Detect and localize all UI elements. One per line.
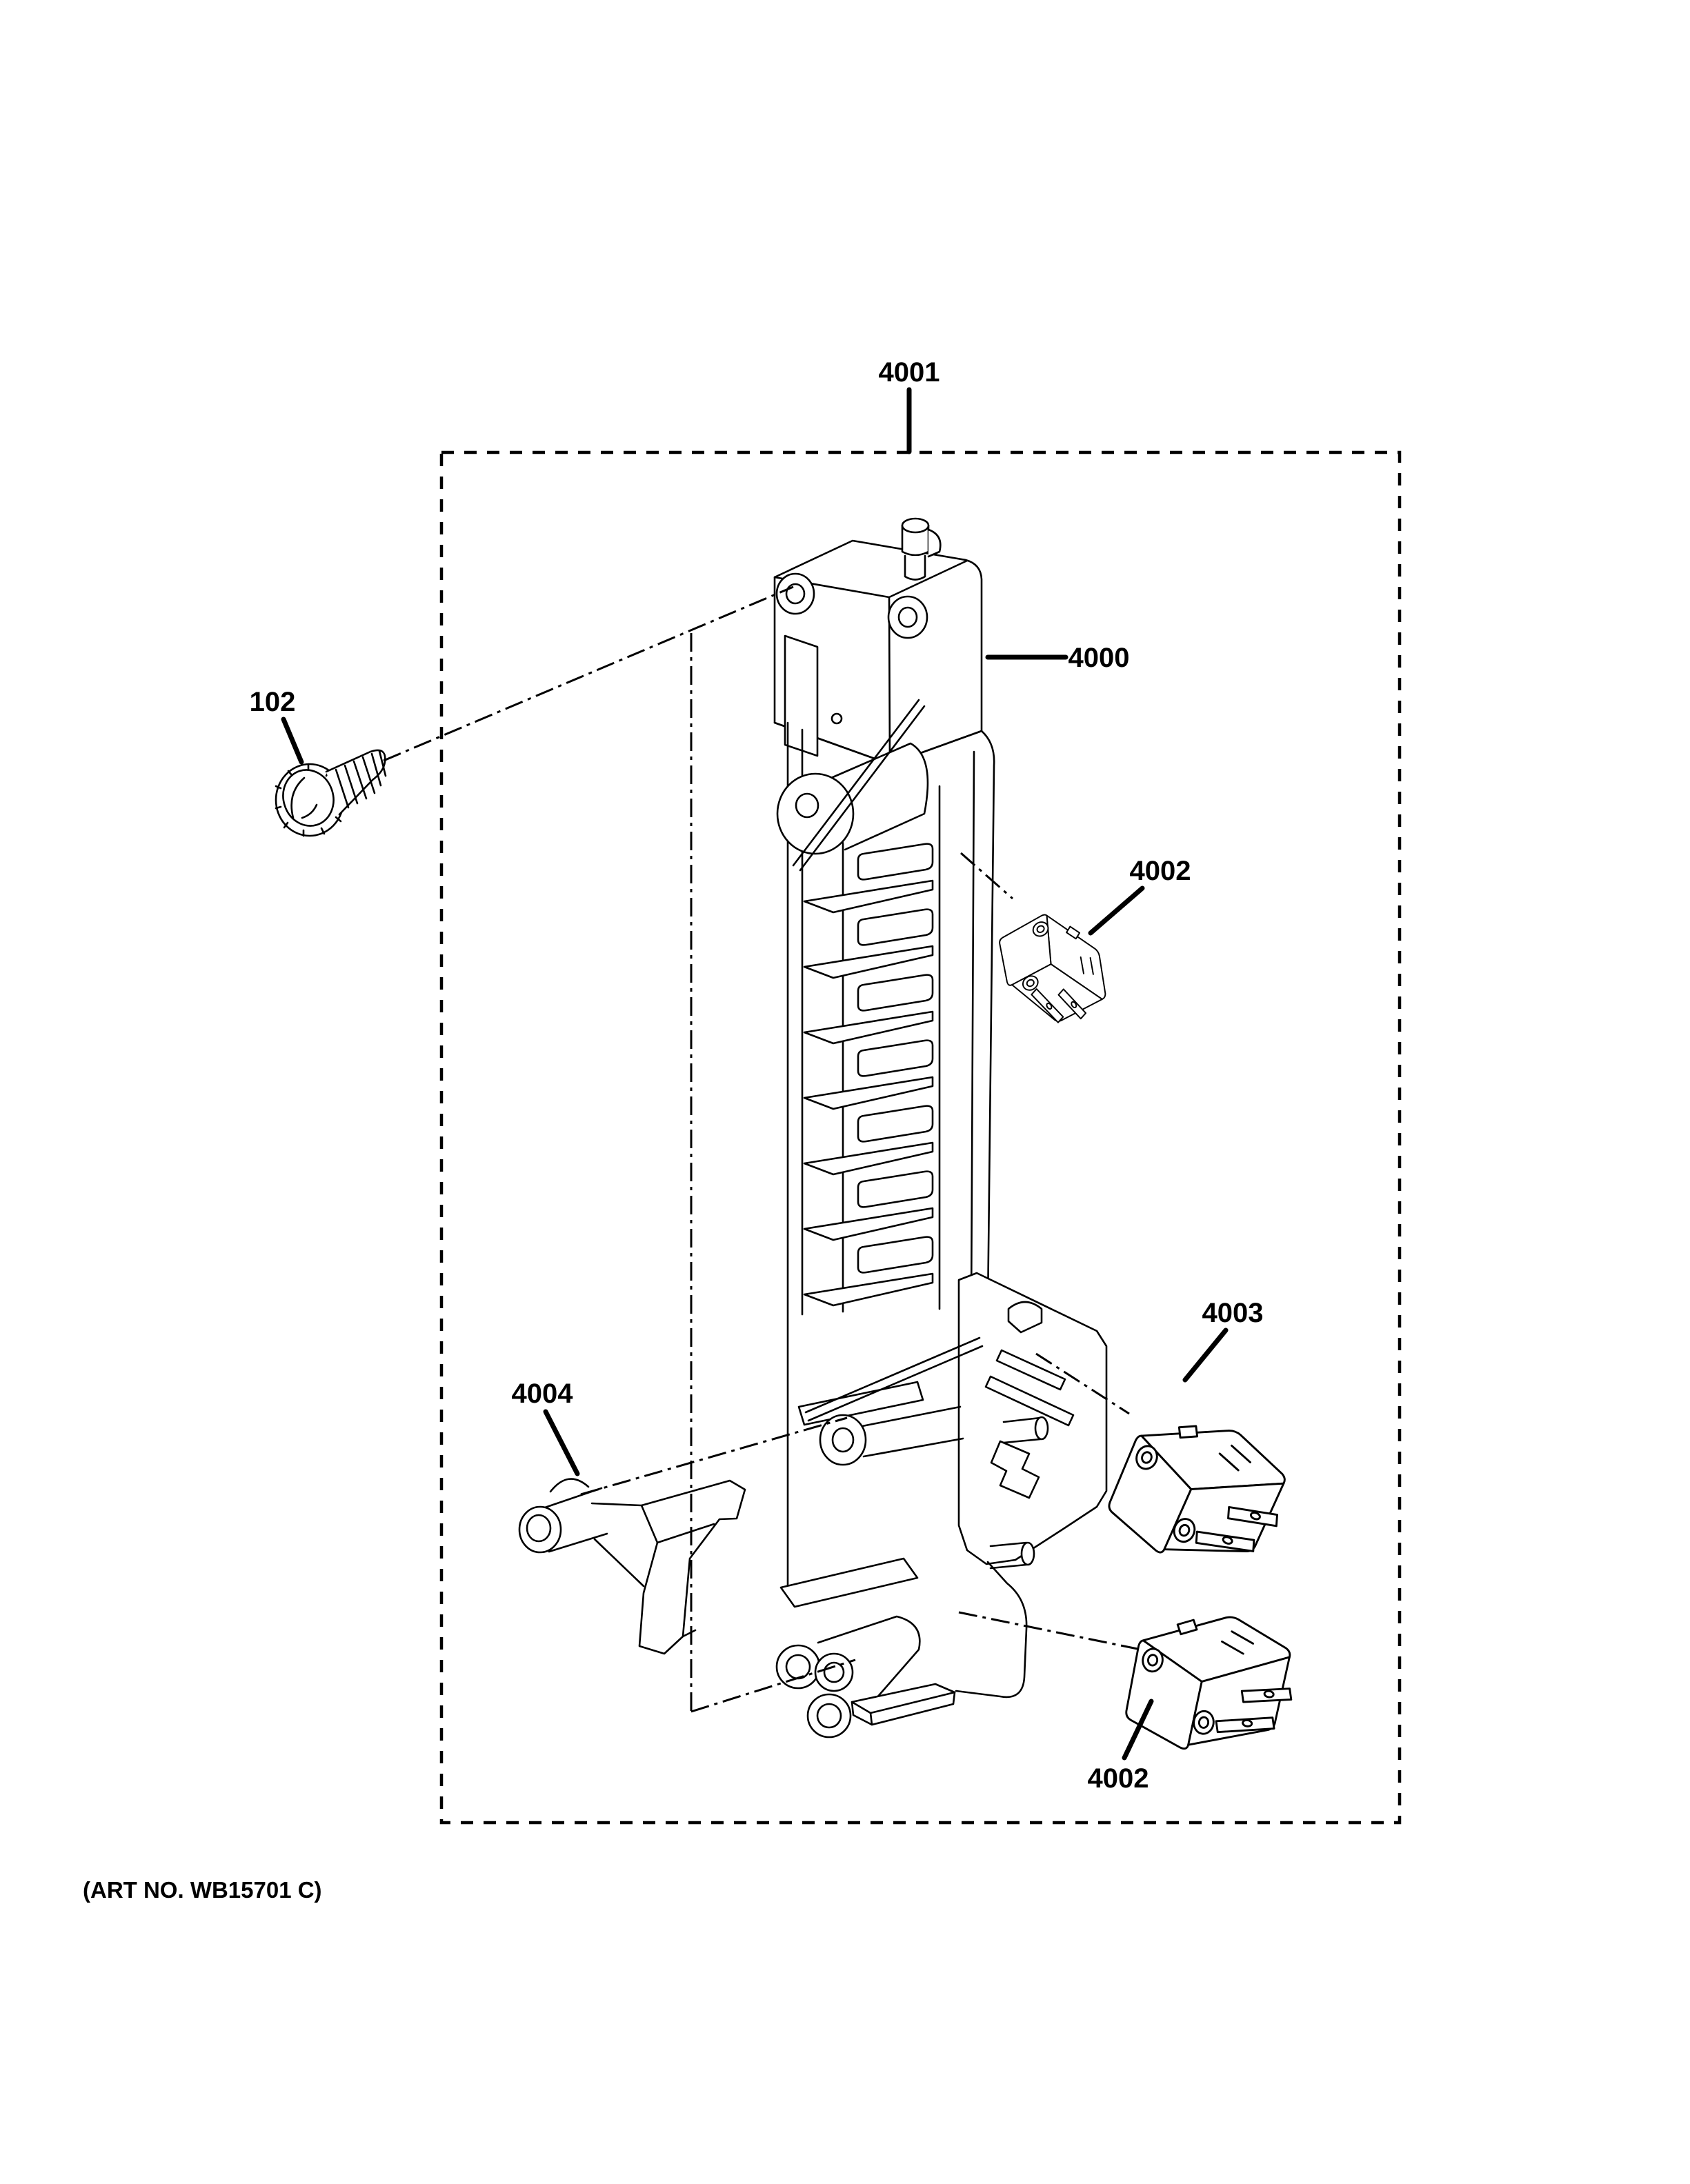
- part-label-4000: 4000: [1068, 643, 1130, 673]
- leader-4002-top: [1088, 885, 1145, 936]
- art-number-text: (ART NO. WB15701 C): [83, 1877, 322, 1903]
- part-label-4002-top: 4002: [1130, 856, 1191, 886]
- part-label-102: 102: [250, 687, 296, 717]
- monitor-switch-4003: [1098, 1399, 1303, 1588]
- leader-4002-bottom: [1122, 1699, 1154, 1761]
- part-label-4001: 4001: [879, 357, 940, 388]
- part-label-4003: 4003: [1202, 1298, 1264, 1328]
- door-lever-4004: [518, 1478, 746, 1655]
- latch-body-4000: [773, 517, 1108, 1739]
- leader-4004: [543, 1409, 580, 1476]
- part-label-4004: 4004: [512, 1379, 574, 1409]
- screw-102: [275, 749, 387, 837]
- leader-102: [281, 717, 304, 765]
- interlock-switch-4002-bottom: [1121, 1603, 1303, 1764]
- assembly-boundary-box: [439, 450, 1402, 1825]
- alignment-centerlines: [383, 585, 1138, 1713]
- part-label-4002-bottom: 4002: [1088, 1763, 1149, 1794]
- label-leader-lines: [281, 387, 1229, 1761]
- leader-4003: [1182, 1328, 1229, 1383]
